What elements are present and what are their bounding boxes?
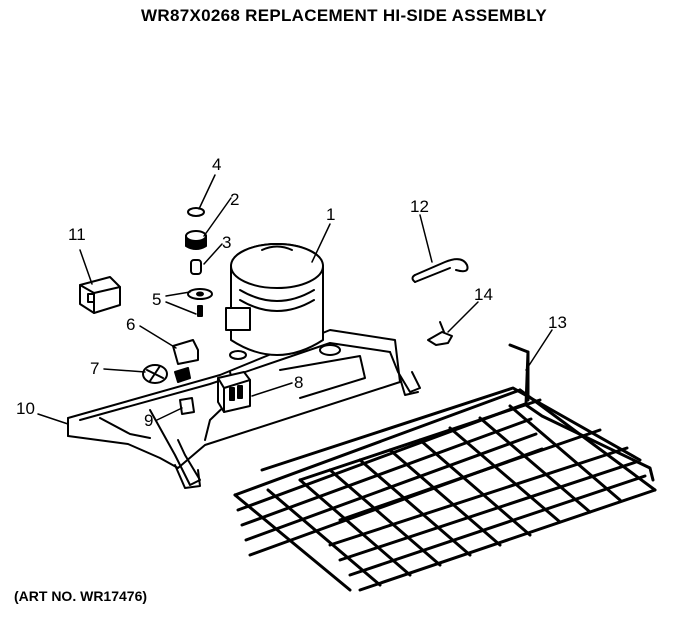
start-relay-block xyxy=(217,371,251,413)
callout-7: 7 xyxy=(90,359,99,378)
callout-labels: 1 2 3 4 5 6 7 8 9 10 11 12 13 14 xyxy=(16,155,567,430)
callout-3: 3 xyxy=(222,233,231,252)
callout-13: 13 xyxy=(548,313,567,332)
callout-12: 12 xyxy=(410,197,429,216)
diagram-title: WR87X0268 REPLACEMENT HI-SIDE ASSEMBLY xyxy=(141,6,547,25)
callout-6: 6 xyxy=(126,315,135,334)
callout-11: 11 xyxy=(68,225,86,244)
clip-bracket xyxy=(174,367,195,415)
callout-10: 10 xyxy=(16,399,35,418)
condenser-coil xyxy=(233,343,657,592)
callout-5: 5 xyxy=(152,290,161,309)
callout-leader-lines xyxy=(37,174,553,425)
callout-2: 2 xyxy=(230,190,239,209)
callout-14: 14 xyxy=(474,285,493,304)
grommet-stack xyxy=(185,207,213,317)
art-number: (ART NO. WR17476) xyxy=(14,588,148,604)
tubing-loop xyxy=(411,258,469,283)
relay-component xyxy=(79,276,121,314)
callout-1: 1 xyxy=(326,205,335,224)
callout-9: 9 xyxy=(144,411,153,430)
tube-clamp xyxy=(427,321,453,346)
compressor xyxy=(225,243,341,360)
callout-4: 4 xyxy=(212,155,221,174)
relay-cover xyxy=(172,339,199,365)
callout-8: 8 xyxy=(294,373,303,392)
overload-protector xyxy=(142,364,168,384)
